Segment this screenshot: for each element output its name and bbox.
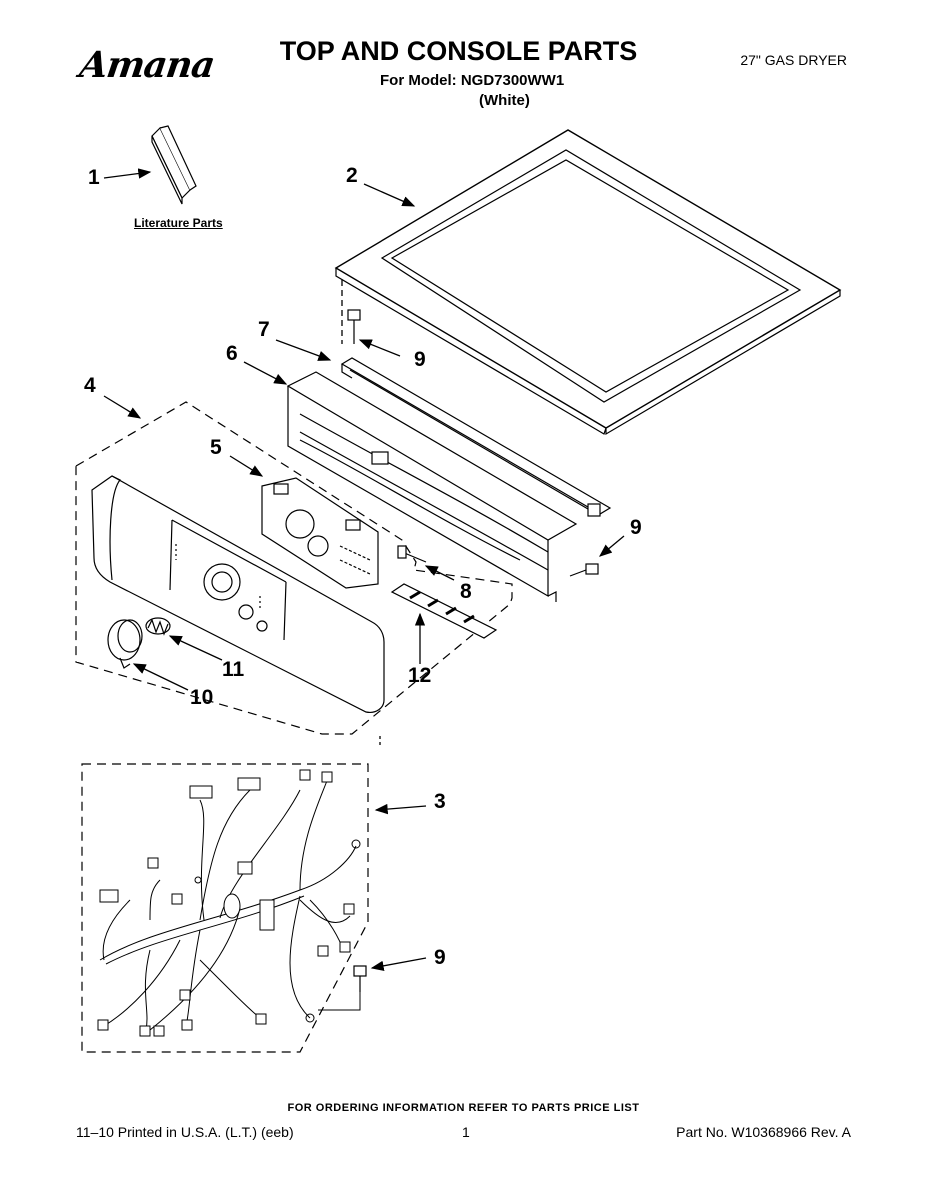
light-guide: [390, 583, 498, 639]
page-title: TOP AND CONSOLE PARTS: [0, 36, 927, 67]
callout-2: 2: [346, 164, 358, 187]
screw-9-harness: [353, 965, 367, 992]
product-type: 27" GAS DRYER: [740, 52, 847, 68]
top-panel: [334, 129, 842, 436]
page-title-text: TOP AND CONSOLE PARTS: [279, 36, 638, 66]
callout-5: 5: [210, 436, 222, 459]
wire-harness-outline: [81, 763, 369, 1053]
ordering-note: FOR ORDERING INFORMATION REFER TO PARTS …: [287, 1102, 640, 1114]
print-info: 11–10 Printed in U.S.A. (L.T.) (eeb): [76, 1124, 294, 1140]
color-line: (White): [479, 92, 530, 109]
screw-8: [397, 545, 427, 563]
model-line: For Model: NGD7300WW1: [380, 72, 565, 89]
literature-parts-label: Literature Parts: [134, 216, 223, 230]
callout-11: 11: [222, 658, 245, 681]
control-board: [261, 477, 379, 589]
console-assembly-outline: [75, 401, 513, 735]
callout-4: 4: [84, 374, 96, 397]
callout-9-harness: 9: [434, 946, 446, 969]
callout-9-right: 9: [630, 516, 642, 539]
page-number: 1: [462, 1124, 470, 1140]
console-panel: [91, 475, 385, 713]
callout-1: 1: [88, 166, 100, 189]
screw-9-right: [569, 563, 599, 577]
console-frame: [286, 371, 578, 602]
part-number: Part No. W10368966 Rev. A: [676, 1124, 851, 1140]
screw-9-top: [347, 309, 361, 344]
callout-6: 6: [226, 342, 238, 365]
callout-12: 12: [408, 664, 432, 687]
callout-9-top: 9: [414, 348, 426, 371]
knob-spring: [145, 617, 171, 636]
callout-7: 7: [258, 318, 270, 341]
callout-8: 8: [460, 580, 472, 603]
literature-booklet: [151, 125, 197, 205]
callout-10: 10: [190, 686, 214, 709]
control-knob: [107, 619, 143, 669]
wire-harness: [97, 769, 361, 1037]
callout-3: 3: [434, 790, 446, 813]
leader-lines: [103, 168, 625, 971]
console-bracket: [340, 357, 612, 517]
